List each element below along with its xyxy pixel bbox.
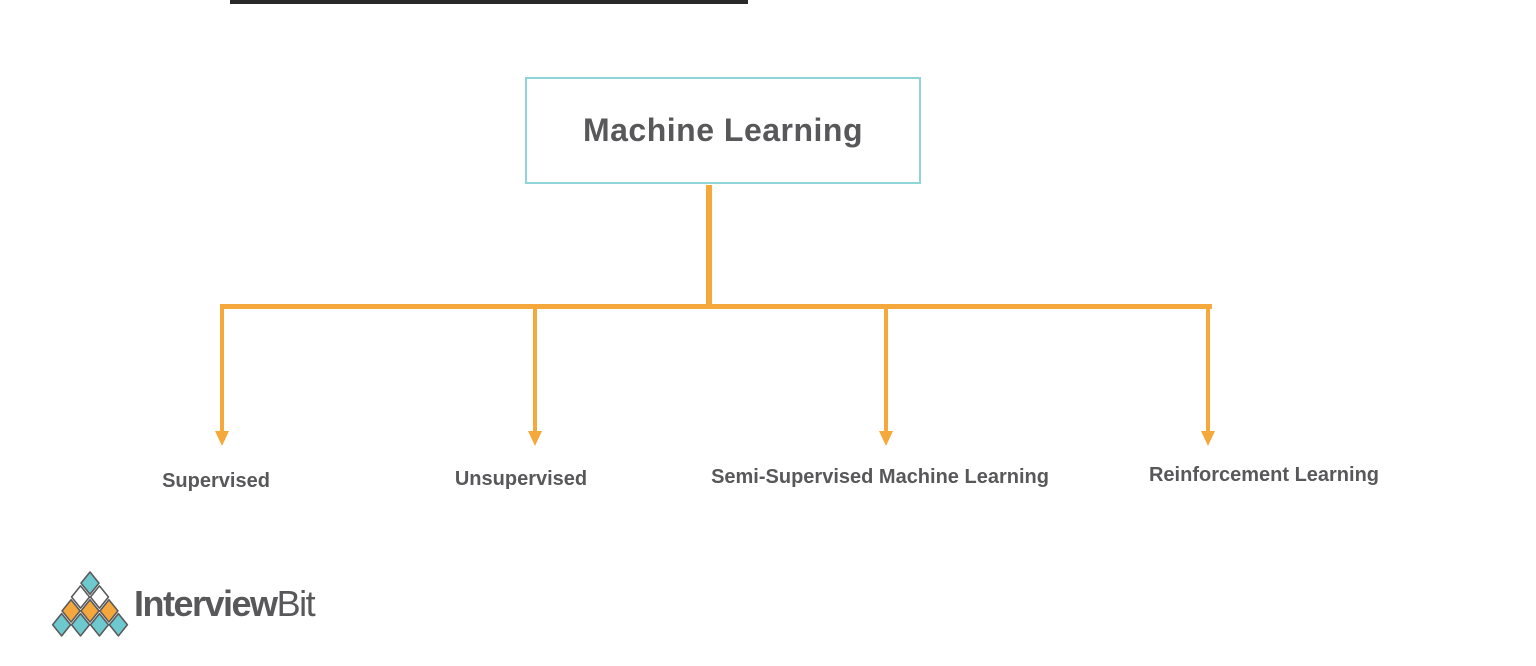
interviewbit-logo: InterviewBit: [51, 571, 316, 637]
logo-text-bit: Bit: [276, 583, 316, 624]
branch-line-reinforcement: [1206, 304, 1210, 432]
arrow-down-icon: [215, 431, 229, 446]
logo-wordmark: InterviewBit: [134, 571, 316, 637]
logo-diamond-orange: [61, 598, 81, 623]
arrow-down-icon: [1201, 431, 1215, 446]
logo-diamond-teal: [80, 571, 100, 596]
branch-label-semi-supervised: Semi-Supervised Machine Learning: [711, 466, 1049, 488]
connector-stem-line: [706, 185, 712, 307]
top-edge-artifact: [230, 0, 748, 4]
root-node-machine-learning: Machine Learning: [525, 77, 921, 184]
arrow-down-icon: [879, 431, 893, 446]
branch-label-reinforcement: Reinforcement Learning: [1148, 464, 1380, 486]
branch-line-semi-supervised: [884, 304, 888, 432]
branch-line-unsupervised: [533, 304, 537, 432]
logo-diamond-teal: [51, 612, 72, 637]
root-node-label: Machine Learning: [582, 112, 864, 148]
logo-text-interview: Interview: [134, 583, 278, 624]
arrow-down-icon: [528, 431, 542, 446]
connector-horizontal-line: [220, 304, 1212, 309]
logo-diamond-teal: [70, 612, 91, 637]
branch-line-supervised: [220, 304, 224, 432]
branch-label-unsupervised: Unsupervised: [454, 468, 588, 490]
logo-diamond-teal: [89, 612, 110, 637]
logo-pyramid-icon: [51, 571, 129, 637]
branch-label-supervised: Supervised: [162, 470, 270, 492]
logo-diamond-orange: [80, 598, 100, 623]
logo-diamond-teal: [108, 612, 129, 637]
logo-diamond-white: [89, 585, 110, 609]
logo-diamond-orange: [99, 598, 119, 623]
logo-diamond-white: [70, 585, 91, 609]
